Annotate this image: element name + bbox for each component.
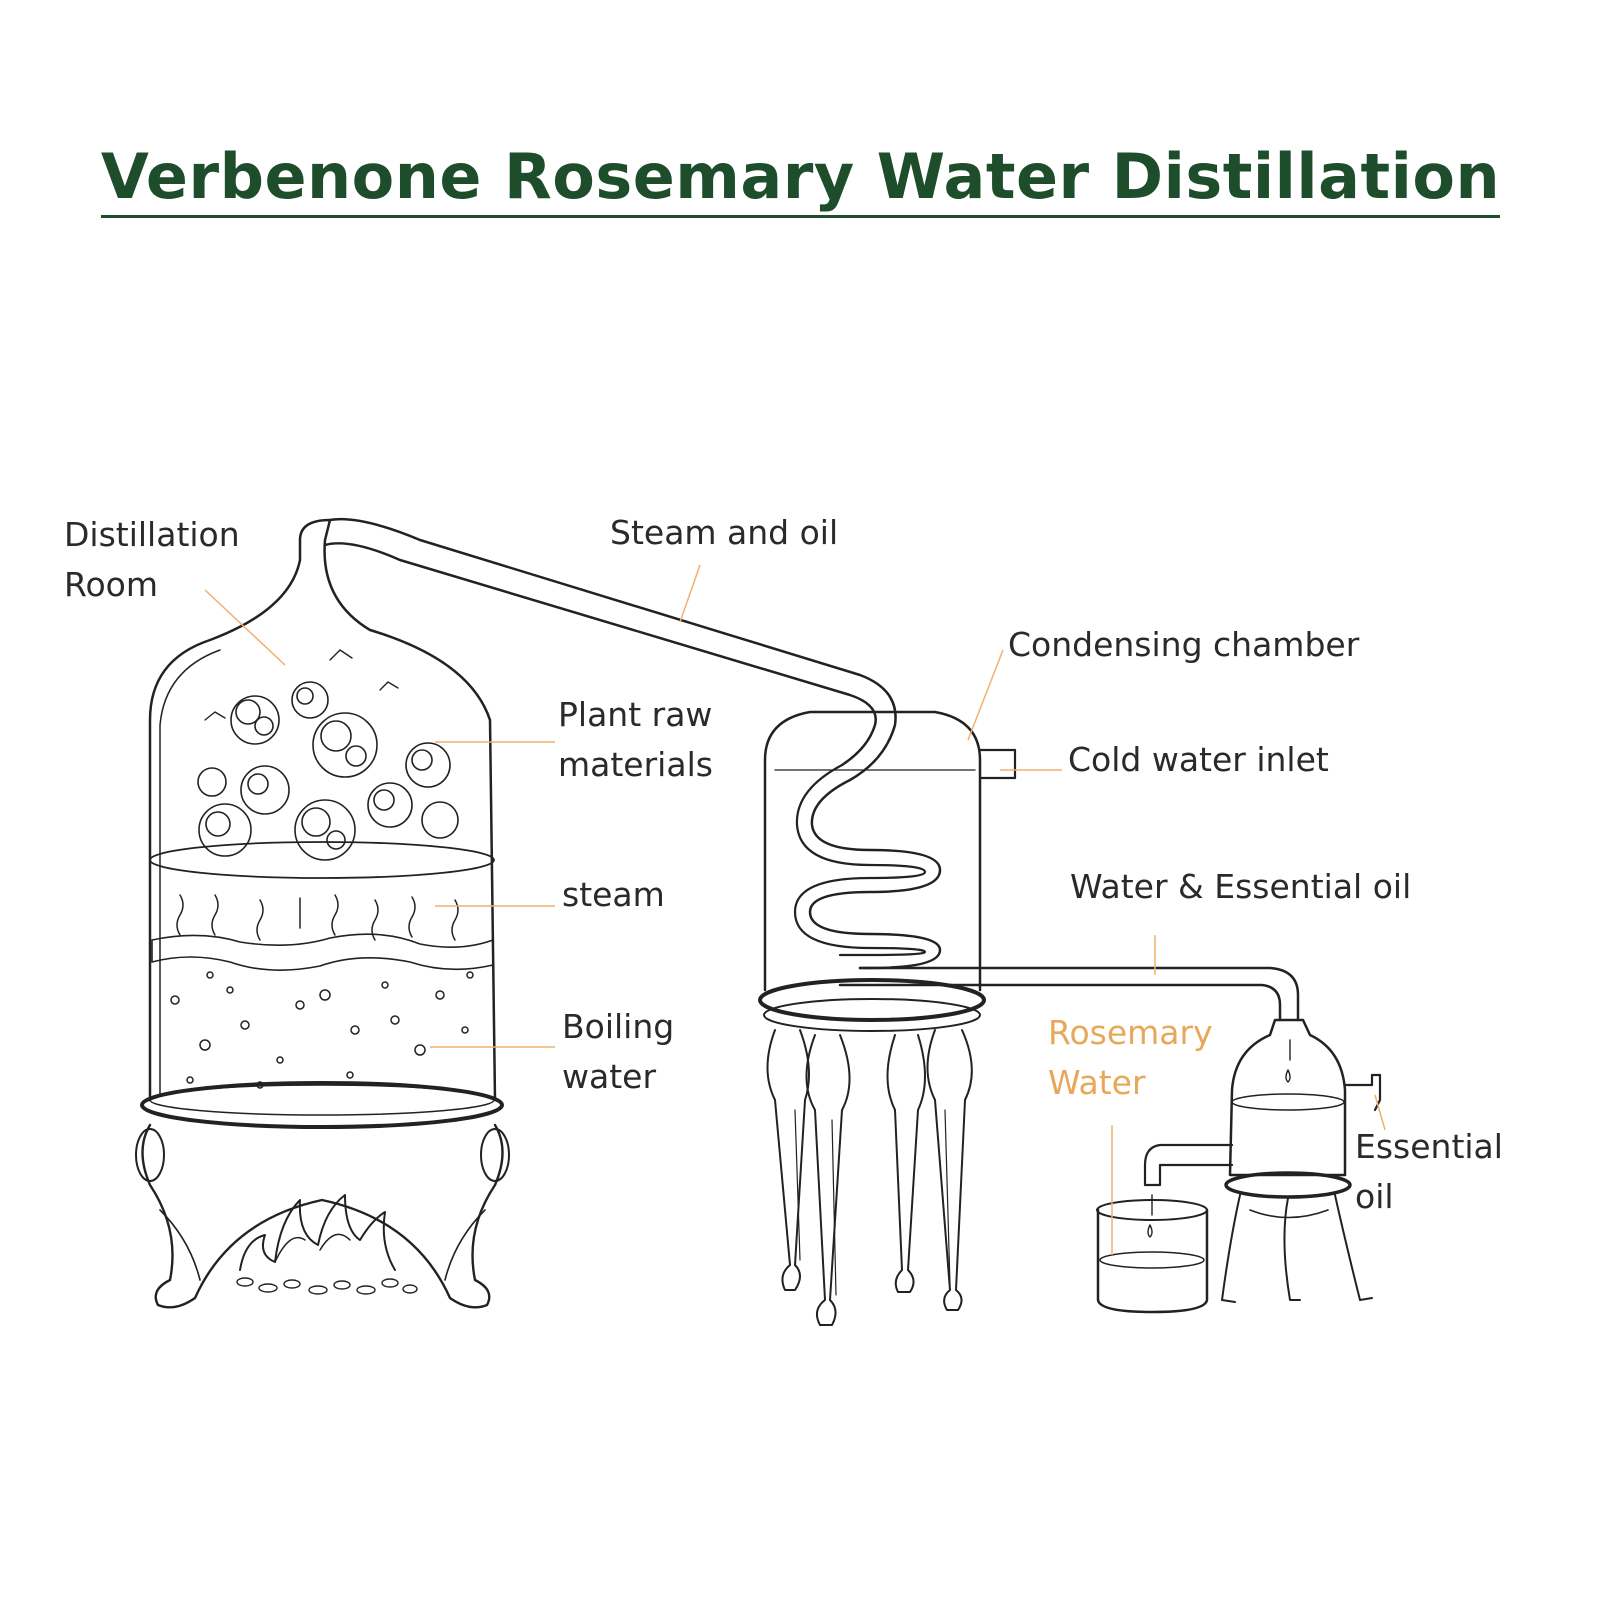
label-essential-oil-line2: oil	[1355, 1177, 1394, 1216]
beaker-glass	[1096, 1208, 1209, 1314]
label-cold-water-inlet: Cold water inlet	[1068, 740, 1329, 779]
label-water-essential-oil: Water & Essential oil	[1070, 867, 1412, 906]
separator-neck	[1228, 1018, 1347, 1177]
essential-oil-tap	[1343, 1073, 1382, 1112]
diagram-title-text: Verbenone Rosemary Water Distillation	[100, 140, 1501, 218]
label-boiling-water-line2: water	[562, 1057, 657, 1096]
still-dome	[148, 518, 497, 1102]
still-base-rim	[140, 1081, 504, 1129]
outlet-pipe	[858, 966, 1300, 1022]
label-plant-raw-materials-line2: materials	[558, 745, 713, 784]
label-rosemary-water-line1: Rosemary	[1048, 1013, 1213, 1052]
condensing-chamber	[758, 710, 1017, 1326]
condenser-base-rim	[758, 978, 986, 1022]
label-plant-raw-materials: Plant raw materials	[558, 690, 713, 790]
steam-pipe-outer	[328, 517, 897, 782]
diagram-title: Verbenone Rosemary Water Distillation	[0, 140, 1601, 218]
label-distillation-room-line1: Distillation	[64, 515, 240, 554]
condenser-leg	[805, 1034, 851, 1326]
still-stand	[141, 1123, 504, 1309]
label-boiling-water-line1: Boiling	[562, 1007, 675, 1046]
still-steam-band	[151, 933, 494, 971]
oil-separator	[1143, 1018, 1382, 1303]
condenser-coil	[808, 778, 942, 970]
rosemary-water-spout	[1143, 1143, 1234, 1187]
condenser-leg	[886, 1034, 926, 1293]
distillation-still	[135, 518, 510, 1309]
label-rosemary-water-line2: Water	[1048, 1063, 1146, 1102]
condenser-leg	[766, 1029, 810, 1291]
separator-stand	[1221, 1194, 1373, 1303]
label-steam: steam	[562, 875, 665, 914]
condenser-body	[763, 710, 982, 992]
rosemary-water-beaker	[1096, 1194, 1209, 1314]
label-rosemary-water: Rosemary Water	[1048, 1008, 1213, 1108]
cold-water-inlet-pipe	[978, 748, 1017, 780]
condenser-leg	[926, 1029, 973, 1311]
label-plant-raw-materials-line1: Plant raw	[558, 695, 713, 734]
label-steam-and-oil: Steam and oil	[610, 513, 839, 552]
label-distillation-room-line2: Room	[64, 565, 158, 604]
label-condensing-chamber: Condensing chamber	[1008, 625, 1360, 664]
label-distillation-room: Distillation Room	[64, 510, 240, 610]
still-water-surface	[149, 841, 495, 879]
steam-pipe-inner	[323, 542, 877, 767]
label-essential-oil-line1: Essential	[1355, 1127, 1503, 1166]
separator-rim	[1224, 1171, 1352, 1199]
leader-lines	[204, 564, 1386, 1255]
still-dome-inner	[159, 649, 221, 1096]
fire-flames	[239, 1194, 396, 1271]
label-boiling-water: Boiling water	[562, 1002, 674, 1102]
label-essential-oil: Essential oil	[1355, 1122, 1503, 1222]
